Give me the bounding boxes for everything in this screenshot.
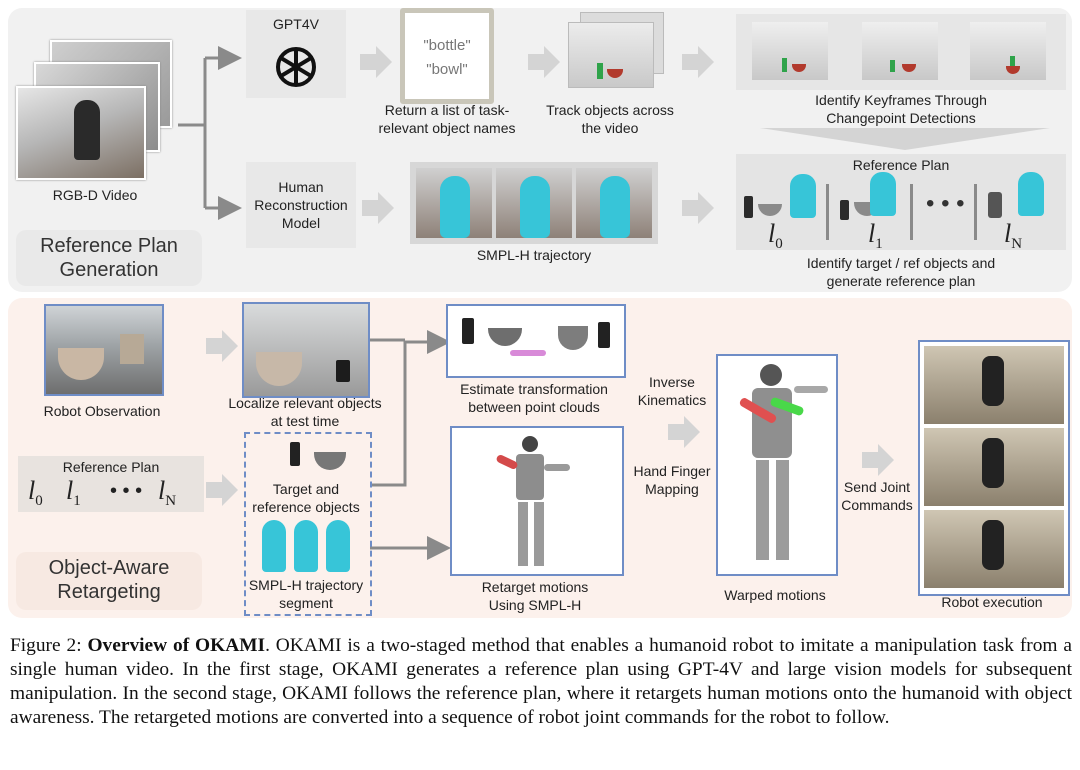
retarget-label-1: Retarget motions bbox=[481, 579, 589, 595]
caption-prefix: Figure 2: bbox=[10, 635, 88, 656]
hand-label-2: Mapping bbox=[645, 481, 699, 497]
ref-divider-3 bbox=[974, 184, 977, 240]
tracked-bowl bbox=[607, 69, 623, 78]
smplh-segment-label-1: SMPL-H trajectory bbox=[248, 577, 364, 593]
caption-text: . OKAMI is a two-staged method that enab… bbox=[10, 635, 1072, 728]
robot-execution-images bbox=[918, 340, 1070, 596]
execution-frame-3 bbox=[924, 510, 1064, 588]
human-reconstruction-model-box: Human Reconstruction Model bbox=[246, 162, 356, 248]
ref-bottle-0 bbox=[744, 196, 753, 218]
point-cloud-transform-image bbox=[446, 304, 626, 378]
ik-label-2: Kinematics bbox=[637, 392, 707, 408]
estimate-label-1: Estimate transformation bbox=[460, 381, 608, 397]
person-silhouette bbox=[74, 100, 100, 160]
keyframe-2 bbox=[862, 22, 938, 80]
smplh-segment-figure-3 bbox=[326, 520, 350, 572]
robot-execution-label: Robot execution bbox=[941, 594, 1043, 610]
smplh-frame-3 bbox=[576, 168, 652, 238]
ik-label-1: Inverse bbox=[649, 374, 695, 390]
openai-logo-icon bbox=[276, 47, 316, 87]
stage-title-object-aware-retargeting: Object-Aware Retargeting bbox=[16, 552, 202, 610]
track-label-1: Track objects across bbox=[546, 102, 674, 118]
smplh-trajectory-label: SMPL-H trajectory bbox=[476, 247, 592, 263]
rgbd-video-frame-1 bbox=[16, 86, 146, 180]
ref-human-1 bbox=[870, 172, 896, 216]
stage-title-reference-plan-generation: Reference Plan Generation bbox=[16, 230, 202, 286]
ref-bottle-n bbox=[988, 192, 1002, 218]
localize-objects-image bbox=[242, 302, 370, 398]
localize-label-1: Localize relevant objects bbox=[228, 395, 382, 411]
reference-plan-desc-1: Identify target / ref objects and bbox=[806, 255, 996, 271]
keyframes-label-2: Changepoint Detections bbox=[826, 110, 976, 126]
hand-label-1: Hand Finger bbox=[633, 463, 711, 479]
reference-plan-title: Reference Plan bbox=[852, 157, 950, 173]
hrm-label-3: Model bbox=[281, 215, 321, 231]
localize-label-2: at test time bbox=[270, 413, 340, 429]
return-list-label-1: Return a list of task- bbox=[384, 102, 510, 118]
send-label-1: Send Joint bbox=[843, 479, 911, 495]
ref-bottle-1 bbox=[840, 200, 849, 220]
ref-term-n: lN bbox=[1004, 219, 1023, 253]
figure-caption: Figure 2: Overview of OKAMI. OKAMI is a … bbox=[10, 634, 1072, 730]
keyframes-box bbox=[736, 14, 1066, 90]
ref-human-0 bbox=[790, 174, 816, 218]
warped-motions-label: Warped motions bbox=[724, 587, 826, 603]
target-and-segment-dashed-box bbox=[244, 432, 372, 616]
smplh-segment-figure-1 bbox=[262, 520, 286, 572]
retarget-robot-image bbox=[450, 426, 624, 576]
ref-bowl-0 bbox=[758, 204, 782, 216]
gpt4v-box: GPT4V bbox=[246, 10, 346, 98]
target-bowl bbox=[314, 452, 346, 470]
ref-term-1: l1 bbox=[868, 219, 883, 253]
estimate-label-2: between point clouds bbox=[468, 399, 600, 415]
bottom-ref-term-0: l0 bbox=[28, 476, 43, 510]
keyframes-label-1: Identify Keyframes Through bbox=[815, 92, 987, 108]
return-list-label-2: relevant object names bbox=[378, 120, 516, 136]
keyframe-1 bbox=[752, 22, 828, 80]
smplh-segment-label-2: segment bbox=[279, 595, 333, 611]
ref-human-n bbox=[1018, 172, 1044, 216]
track-label-2: the video bbox=[581, 120, 639, 136]
rgbd-video-label: RGB-D Video bbox=[52, 187, 138, 203]
execution-frame-2 bbox=[924, 428, 1064, 506]
bottom-ref-ellipsis: • • • bbox=[110, 480, 143, 502]
robot-observation-label: Robot Observation bbox=[43, 403, 161, 419]
ref-divider-2 bbox=[910, 184, 913, 240]
target-label-1: Target and bbox=[272, 481, 340, 497]
reference-plan-box: Reference Plan l0 l1 • • • lN bbox=[736, 154, 1066, 252]
object-names-sheet: "bottle" "bowl" bbox=[400, 8, 494, 104]
hrm-label-2: Reconstruction bbox=[254, 197, 348, 213]
robot-observation-image bbox=[44, 304, 164, 396]
object-name-bottle: "bottle" bbox=[423, 37, 471, 54]
caption-bold: Overview of OKAMI bbox=[87, 635, 266, 656]
smplh-segment-figure-2 bbox=[294, 520, 318, 572]
object-name-bowl: "bowl" bbox=[426, 61, 468, 78]
target-label-2: reference objects bbox=[252, 499, 360, 515]
target-bottle bbox=[290, 442, 300, 466]
execution-frame-1 bbox=[924, 346, 1064, 424]
stage-title-line-2: Retargeting bbox=[57, 581, 161, 603]
bottom-ref-term-n: lN bbox=[158, 476, 177, 510]
bottom-ref-term-1: l1 bbox=[66, 476, 81, 510]
smplh-frame-2 bbox=[496, 168, 572, 238]
send-label-2: Commands bbox=[841, 497, 913, 513]
stage-title-line-1: Reference Plan bbox=[40, 235, 178, 257]
bottom-reference-plan-title: Reference Plan bbox=[62, 459, 160, 475]
reference-plan-desc-2: generate reference plan bbox=[826, 273, 976, 289]
gpt4v-label: GPT4V bbox=[273, 16, 319, 32]
bottom-reference-plan-box: Reference Plan l0 l1 • • • lN bbox=[18, 456, 204, 512]
ref-ellipsis: • • • bbox=[926, 190, 965, 217]
warped-motions-image bbox=[716, 354, 838, 576]
track-frame-front bbox=[568, 22, 654, 88]
tracked-bottle bbox=[597, 63, 603, 79]
hrm-label-1: Human bbox=[278, 179, 324, 195]
stage-title-line-2: Generation bbox=[59, 259, 159, 281]
smplh-frame-1 bbox=[416, 168, 492, 238]
stage-title-line-1: Object-Aware bbox=[48, 557, 170, 579]
smplh-trajectory-strip bbox=[410, 162, 658, 244]
ref-divider-1 bbox=[826, 184, 829, 240]
keyframe-3 bbox=[970, 22, 1046, 80]
retarget-label-2: Using SMPL-H bbox=[488, 597, 582, 613]
ref-term-0: l0 bbox=[768, 219, 783, 253]
